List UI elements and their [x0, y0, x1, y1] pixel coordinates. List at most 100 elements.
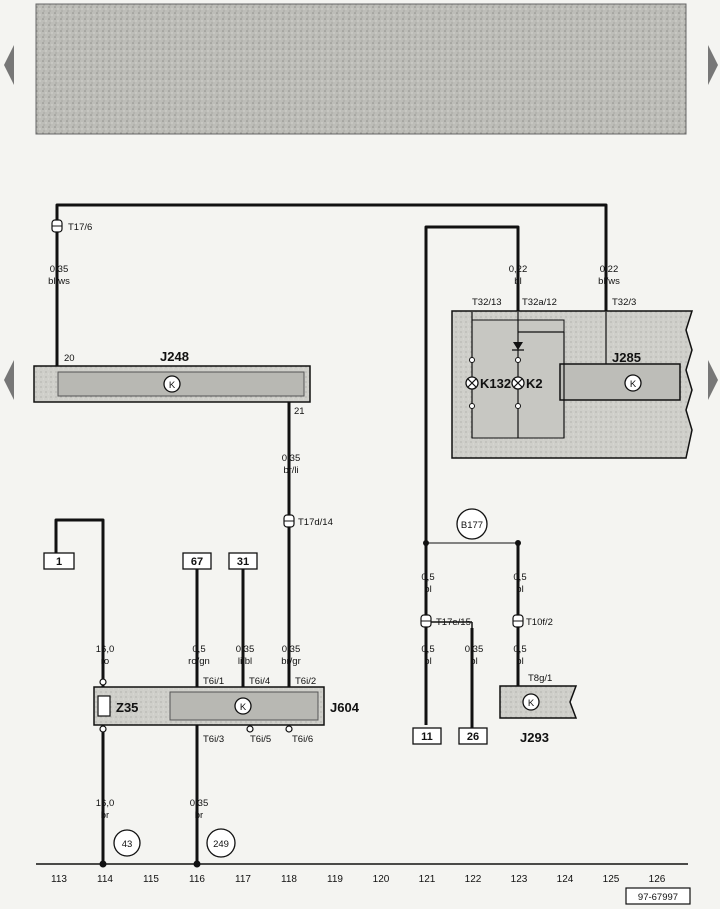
connector-markers: [51, 219, 524, 733]
reference-code: 97-67997: [638, 892, 678, 903]
svg-text:T6i/2: T6i/2: [295, 676, 316, 687]
svg-text:113: 113: [51, 874, 67, 885]
svg-text:K2: K2: [526, 376, 543, 391]
svg-text:J293: J293: [520, 730, 549, 745]
svg-text:121: 121: [419, 874, 436, 885]
svg-text:K132: K132: [480, 376, 511, 391]
svg-text:T8g/1: T8g/1: [528, 673, 552, 684]
svg-text:0,35: 0,35: [282, 453, 301, 464]
svg-text:119: 119: [327, 874, 343, 885]
left-arrow-mid-icon: [4, 360, 14, 400]
svg-text:0,5: 0,5: [421, 644, 434, 655]
svg-text:122: 122: [465, 874, 482, 885]
ground-ref-43: [113, 829, 141, 857]
ground-ref-249: [206, 828, 236, 858]
svg-text:T6i/5: T6i/5: [250, 734, 271, 745]
svg-text:118: 118: [281, 874, 297, 885]
svg-text:bl: bl: [424, 656, 431, 667]
svg-text:bl: bl: [516, 656, 523, 667]
svg-text:11: 11: [421, 731, 433, 743]
svg-text:bl/ws: bl/ws: [598, 276, 620, 287]
svg-text:bl: bl: [514, 276, 521, 287]
svg-text:J285: J285: [612, 350, 641, 365]
svg-text:0,35: 0,35: [236, 644, 255, 655]
k-symbol-icon: [522, 693, 540, 711]
svg-text:bl: bl: [470, 656, 477, 667]
svg-text:T6i/6: T6i/6: [292, 734, 313, 745]
svg-text:J604: J604: [330, 700, 360, 715]
svg-text:br/li: br/li: [283, 465, 298, 476]
svg-text:br/gr: br/gr: [281, 656, 301, 667]
diode-icon: [513, 342, 523, 350]
reference-code-box: [625, 887, 691, 905]
header-band: [35, 3, 687, 135]
svg-text:114: 114: [97, 874, 113, 885]
svg-text:125: 125: [603, 874, 620, 885]
svg-text:67: 67: [191, 556, 203, 568]
svg-text:16,0: 16,0: [96, 644, 115, 655]
svg-text:0,35: 0,35: [50, 264, 69, 275]
svg-text:123: 123: [511, 874, 528, 885]
k-symbol-icon: [624, 374, 642, 392]
k-symbol-icon: [234, 697, 252, 715]
svg-text:K: K: [240, 702, 247, 713]
svg-text:20: 20: [64, 353, 75, 364]
svg-text:115: 115: [143, 874, 159, 885]
svg-text:31: 31: [237, 556, 249, 568]
svg-text:T17/6: T17/6: [68, 222, 92, 233]
svg-text:T32/3: T32/3: [612, 297, 636, 308]
ref-box-11: [412, 727, 442, 745]
k-symbol-icon: [163, 375, 181, 393]
ref-box-31: [228, 552, 258, 570]
svg-text:21: 21: [294, 406, 305, 417]
svg-text:0,5: 0,5: [192, 644, 205, 655]
svg-text:0,5: 0,5: [513, 644, 526, 655]
svg-text:ro: ro: [101, 656, 109, 667]
svg-text:0,5: 0,5: [513, 572, 526, 583]
right-arrow-top-icon: [708, 45, 718, 85]
junction-dot: [515, 540, 521, 546]
right-arrow-mid-icon: [708, 360, 718, 400]
svg-text:T6i/3: T6i/3: [203, 734, 224, 745]
wire-bl-upper-loop: [424, 225, 520, 725]
svg-text:0,5: 0,5: [421, 572, 434, 583]
svg-text:K: K: [528, 698, 535, 709]
wire-ro: [54, 518, 105, 690]
k-label: K: [169, 380, 176, 391]
svg-text:116: 116: [189, 874, 205, 885]
svg-text:T6i/4: T6i/4: [249, 676, 270, 687]
svg-text:T32a/12: T32a/12: [522, 297, 557, 308]
svg-text:0,35: 0,35: [465, 644, 484, 655]
svg-text:br: br: [101, 810, 109, 821]
svg-text:ro/gn: ro/gn: [188, 656, 210, 667]
svg-text:0,35: 0,35: [282, 644, 301, 655]
svg-text:T32/13: T32/13: [472, 297, 502, 308]
junction-dot: [423, 540, 429, 546]
ref-box-1: [43, 552, 75, 570]
left-arrow-top-icon: [4, 45, 14, 85]
svg-text:K: K: [630, 379, 637, 390]
svg-text:0,35: 0,35: [190, 798, 209, 809]
wires: [54, 203, 608, 864]
svg-text:1: 1: [56, 556, 62, 568]
svg-text:T10f/2: T10f/2: [526, 617, 553, 628]
svg-text:bl/ws: bl/ws: [48, 276, 70, 287]
svg-text:0,22: 0,22: [509, 264, 528, 275]
svg-text:0,22: 0,22: [600, 264, 619, 275]
heater-z35-icon: [97, 695, 111, 717]
svg-text:16,0: 16,0: [96, 798, 115, 809]
svg-text:124: 124: [557, 874, 574, 885]
svg-text:126: 126: [649, 874, 666, 885]
svg-text:li/bl: li/bl: [238, 656, 252, 667]
connection-b177: [456, 508, 488, 540]
svg-text:26: 26: [467, 731, 479, 743]
svg-text:120: 120: [373, 874, 390, 885]
svg-text:B177: B177: [461, 520, 483, 531]
svg-text:T6i/1: T6i/1: [203, 676, 224, 687]
svg-text:117: 117: [235, 874, 251, 885]
labels: T17/6 T32/13 T32a/12 T32/3 T17d/14 T17e/…: [48, 222, 641, 821]
svg-text:bl: bl: [424, 584, 431, 595]
wire-bl-ws-top-loop: [55, 203, 608, 366]
column-numbers: 113 114 115 116 117 118 119 120 121 122 …: [51, 874, 666, 885]
